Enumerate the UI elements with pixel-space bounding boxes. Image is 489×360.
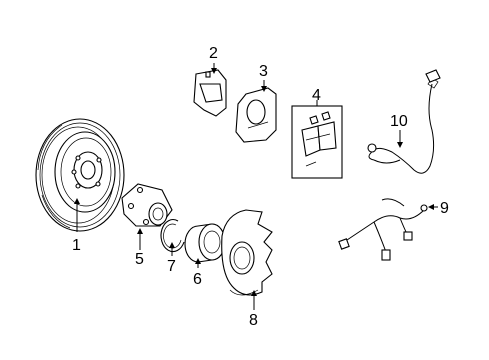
callout-5: 5 [135,251,144,268]
callout-7: 7 [167,258,176,275]
brake-rotor [35,118,125,232]
wheel-bearing [184,223,226,268]
brake-caliper [235,80,277,143]
brake-pad-kit [291,100,343,179]
caliper-bracket [193,63,227,117]
wheel-hub [121,183,173,250]
abs-wheel-speed-sensor [367,69,441,174]
callout-6: 6 [193,271,202,288]
callout-2: 2 [209,45,218,62]
callout-3: 3 [259,63,268,80]
wiring-harness [338,198,438,261]
callout-9: 9 [440,200,449,217]
snap-ring [160,219,185,256]
callout-10: 10 [390,113,408,130]
callout-1: 1 [72,237,81,254]
callout-labels: 1 2 3 4 5 6 7 8 9 10 [72,45,449,329]
callout-4: 4 [312,87,321,104]
callout-8: 8 [249,312,258,329]
dust-shield [221,209,273,310]
